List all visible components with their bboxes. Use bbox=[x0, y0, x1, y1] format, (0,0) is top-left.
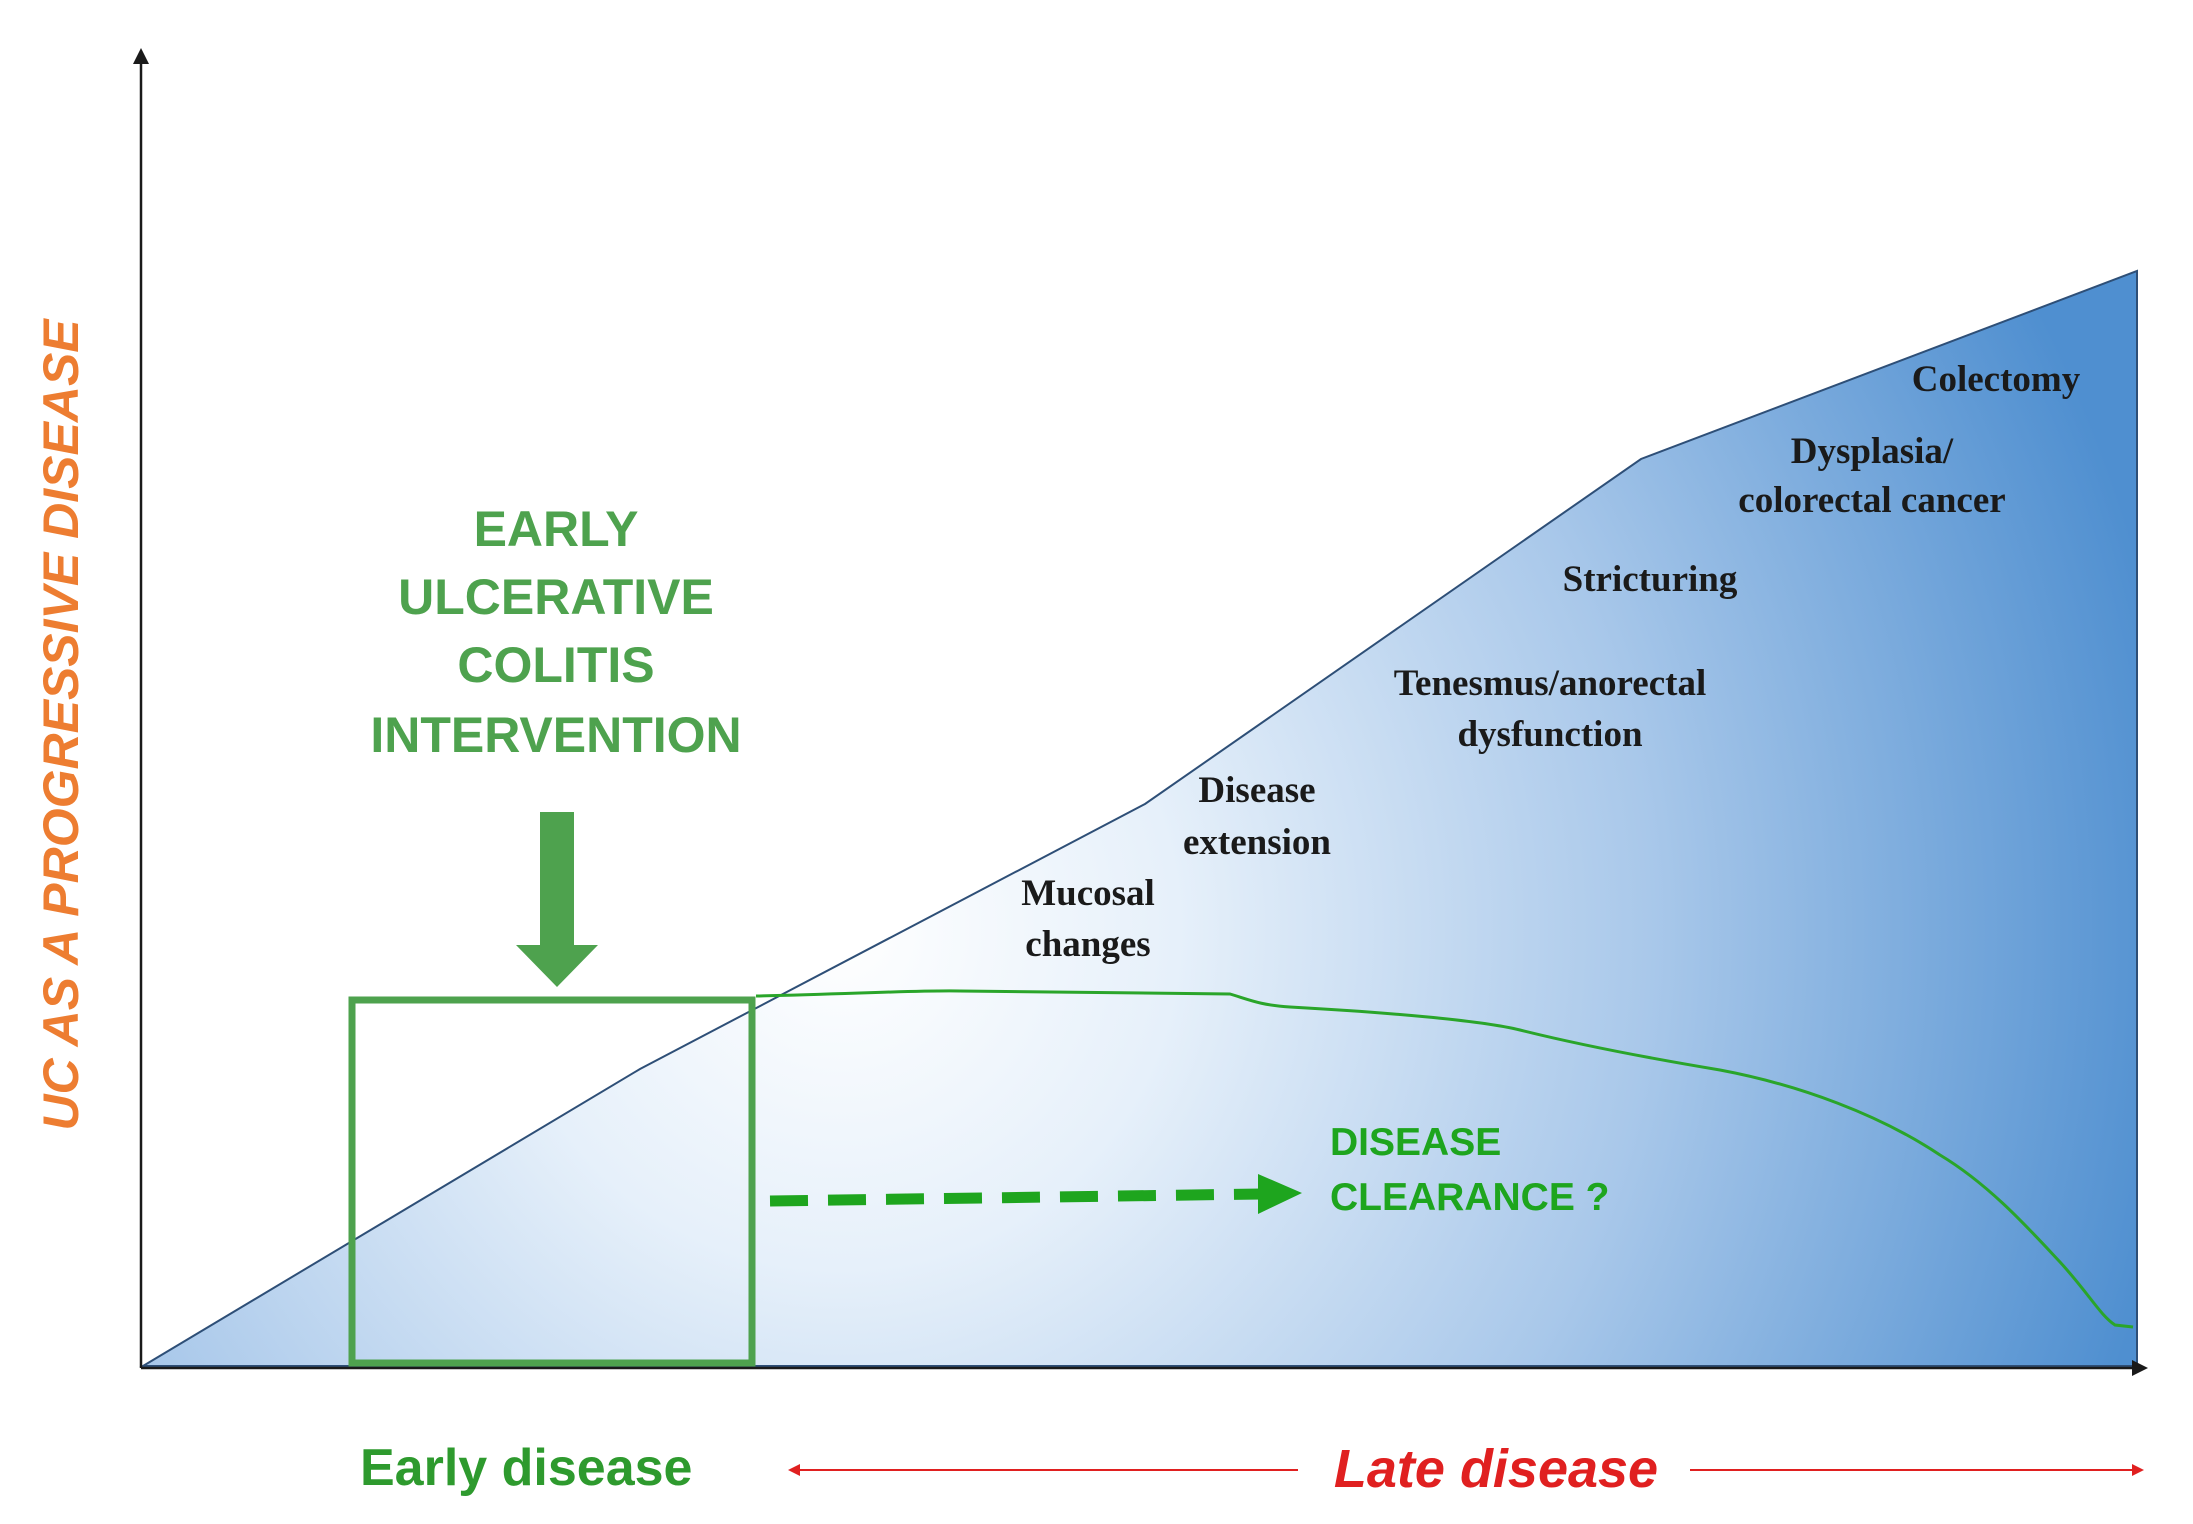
stage-label-line: Disease bbox=[1198, 770, 1315, 811]
stage-label-line: Stricturing bbox=[1563, 559, 1738, 600]
y-axis-label: UC AS A PROGRESSIVE DISEASE bbox=[33, 318, 89, 1131]
stage-label-line: Tenesmus/anorectal bbox=[1394, 663, 1706, 704]
stage-stricturing: Stricturing bbox=[1563, 559, 1738, 600]
intervention-label-line: INTERVENTION bbox=[370, 707, 741, 763]
clearance-label-line: CLEARANCE ? bbox=[1330, 1176, 1610, 1219]
stage-colectomy: Colectomy bbox=[1912, 359, 2081, 400]
stage-label-line: changes bbox=[1025, 924, 1150, 965]
late-disease-label: Late disease bbox=[1334, 1439, 1658, 1499]
stage-label-line: Colectomy bbox=[1912, 359, 2081, 400]
stage-tenesmus: Tenesmus/anorectal dysfunction bbox=[1394, 663, 1706, 755]
stage-disease-extension: Disease extension bbox=[1183, 770, 1331, 863]
intervention-label-line: EARLY bbox=[474, 501, 639, 557]
stage-dysplasia: Dysplasia/ colorectal cancer bbox=[1738, 431, 2005, 521]
intervention-label: EARLY ULCERATIVE COLITIS INTERVENTION bbox=[370, 501, 741, 763]
stage-mucosal-changes: Mucosal changes bbox=[1021, 873, 1155, 965]
disease-clearance-label: DISEASE CLEARANCE ? bbox=[1330, 1121, 1610, 1219]
stage-label-line: Mucosal bbox=[1021, 873, 1155, 914]
clearance-label-line: DISEASE bbox=[1330, 1121, 1501, 1164]
intervention-label-line: COLITIS bbox=[457, 637, 654, 693]
stage-label-line: dysfunction bbox=[1457, 714, 1642, 755]
stage-label-line: colorectal cancer bbox=[1738, 480, 2005, 521]
clearance-arrow-icon bbox=[769, 1174, 1302, 1214]
stage-label-line: extension bbox=[1183, 822, 1331, 863]
early-disease-label: Early disease bbox=[360, 1439, 692, 1497]
stage-label-line: Dysplasia/ bbox=[1791, 431, 1954, 472]
early-intervention-box bbox=[348, 996, 756, 1367]
intervention-arrow-icon bbox=[516, 812, 598, 987]
intervention-label-line: ULCERATIVE bbox=[398, 569, 714, 625]
disease-clearance-curve bbox=[755, 989, 2134, 1329]
